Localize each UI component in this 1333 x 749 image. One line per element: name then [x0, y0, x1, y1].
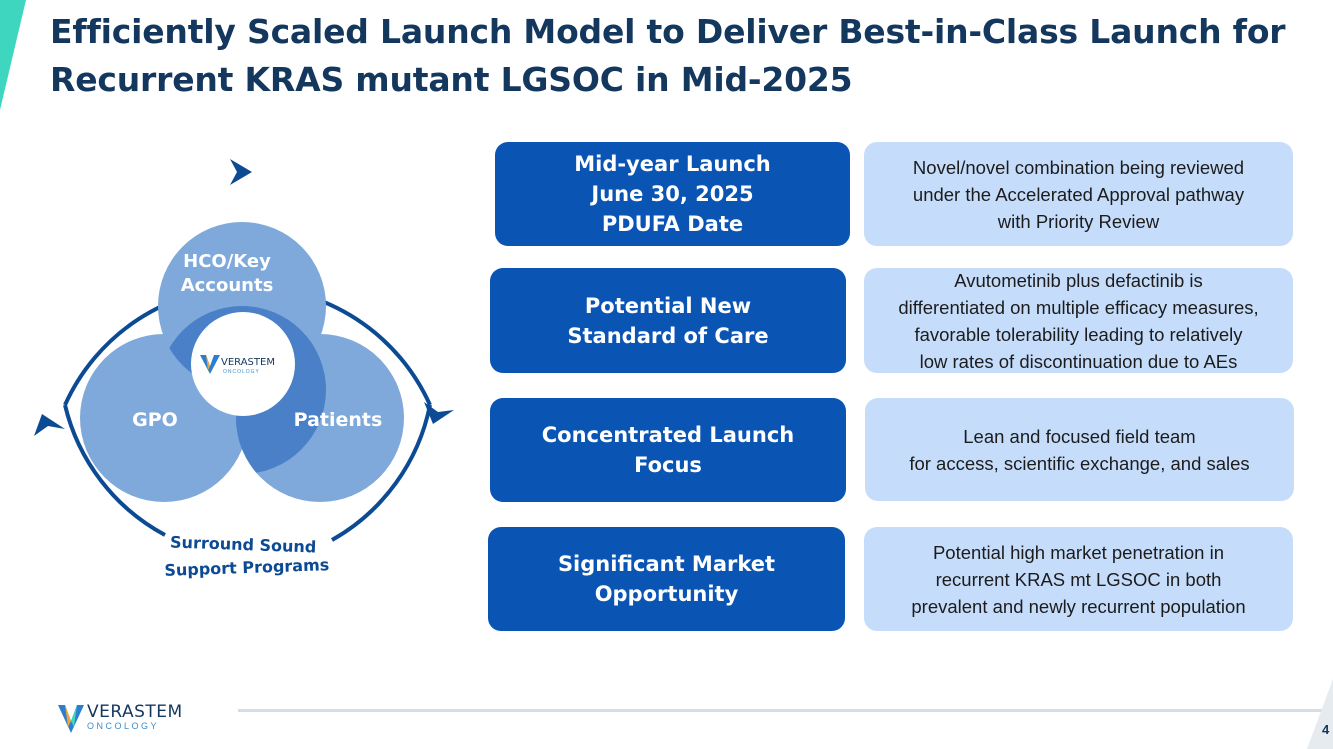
- venn-label-hco-2: Accounts: [181, 275, 274, 296]
- ring-arrow-top-icon: [230, 159, 252, 185]
- center-logo-name: VERASTEM: [221, 357, 275, 368]
- verastem-v-logo-icon: [58, 705, 84, 733]
- footer-logo-name: VERASTEM: [87, 702, 183, 722]
- row-1-heading: Mid-year Launch June 30, 2025 PDUFA Date: [495, 142, 850, 246]
- ring-arrow-left-icon: [34, 414, 65, 436]
- ring-arrow-right-icon: [424, 402, 454, 424]
- center-logo-sub: ONCOLOGY: [223, 369, 260, 375]
- slide-title: Efficiently Scaled Launch Model to Deliv…: [50, 8, 1310, 104]
- footer-logo-sub: ONCOLOGY: [87, 721, 160, 731]
- page-number: 4: [1322, 722, 1330, 737]
- footer-divider: [238, 709, 1333, 712]
- venn-label-patients: Patients: [294, 409, 383, 431]
- venn-label-gpo: GPO: [132, 409, 178, 431]
- row-3-heading: Concentrated Launch Focus: [490, 398, 846, 502]
- footer-logo: VERASTEM ONCOLOGY: [58, 703, 183, 735]
- title-line-1: Efficiently Scaled Launch Model to Deliv…: [50, 12, 1286, 51]
- support-ring: [34, 159, 454, 542]
- row-2-heading: Potential New Standard of Care: [490, 268, 846, 373]
- center-logo: VERASTEM ONCOLOGY: [200, 355, 275, 375]
- row-4-detail: Potential high market penetration in rec…: [864, 527, 1293, 631]
- venn-label-hco-1: HCO/Key: [183, 251, 271, 272]
- corner-accent-shape: [1307, 679, 1333, 749]
- title-line-2: Recurrent KRAS mutant LGSOC in Mid-2025: [50, 60, 853, 99]
- row-3-detail: Lean and focused field team for access, …: [865, 398, 1294, 501]
- venn-diagram: VERASTEM ONCOLOGY HCO/Key Accounts GPO P…: [34, 159, 454, 580]
- row-4-heading: Significant Market Opportunity: [488, 527, 845, 631]
- ring-label-2: Support Programs: [164, 555, 329, 580]
- row-1-detail: Novel/novel combination being reviewed u…: [864, 142, 1293, 246]
- ring-label-1: Surround Sound: [170, 532, 317, 556]
- venn-center: [191, 312, 295, 416]
- row-2-detail: Avutometinib plus defactinib is differen…: [864, 268, 1293, 373]
- verastem-v-icon: [200, 355, 220, 374]
- teal-accent-shape: [0, 0, 26, 110]
